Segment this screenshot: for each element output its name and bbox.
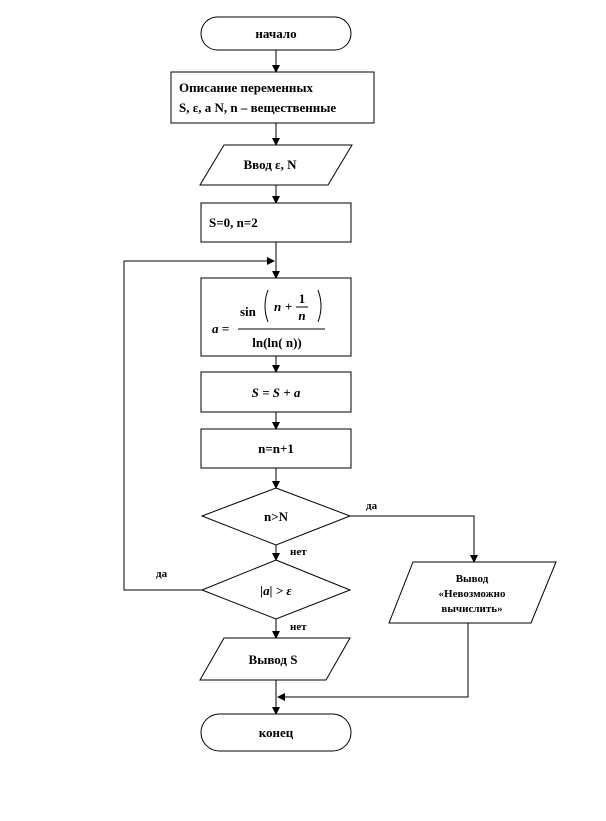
decision2-yes-label: да [156,568,168,580]
formula-n-denominator: n [298,308,305,323]
end-terminator: конец [200,713,352,752]
formula-denominator: ln(ln( n)) [252,335,301,350]
formula-lhs: a = [212,321,229,336]
input-block: Ввод ε, N [199,144,353,186]
error-output-block: Вывод «Невозможно вычислить» [388,561,557,624]
error-output-line2: «Невозможно [439,588,506,600]
start-terminator: начало [200,16,352,51]
formula-one: 1 [299,291,306,306]
error-output-line3: вычислить» [441,603,502,615]
decision1-no-label: нет [290,546,307,558]
declare-label-line2: S, ε, a N, n – вещественные [179,100,336,115]
decision-abs-a-gt-eps: |a| > ε [200,559,352,620]
decision-n-gt-N: n>N [200,487,352,546]
formula-process: a = sin n + 1 n ln(ln( n)) [200,277,352,357]
decision1-label: n>N [264,509,289,524]
end-label: конец [259,725,294,740]
formula-right-paren [317,289,322,323]
formula-sin: sin [240,304,257,319]
input-label: Ввод ε, N [244,157,298,172]
decision2-no-label: нет [290,621,307,633]
arrow-loop-back [123,257,275,591]
decision2-label: |a| > ε [260,583,292,598]
sum-process: S = S + a [200,371,352,413]
increment-process: n=n+1 [200,428,352,469]
connectors [123,50,478,715]
formula-left-paren [264,289,269,323]
formula-plus: + [285,299,292,314]
formula-n: n [274,299,281,314]
declare-process: Описание переменных S, ε, a N, n – вещес… [170,71,375,124]
arrow-error-to-end [277,623,469,701]
increment-label: n=n+1 [258,441,294,456]
output-block: Вывод S [199,637,351,681]
init-process: S=0, n=2 [200,202,352,243]
decision1-yes-label: да [366,500,378,512]
arrow-cond1-yes [350,515,478,563]
sum-label: S = S + a [252,385,301,400]
init-label: S=0, n=2 [209,215,258,230]
start-label: начало [255,26,296,41]
error-output-line1: Вывод [456,573,489,585]
output-label: Вывод S [249,652,298,667]
declare-label-line1: Описание переменных [179,80,314,95]
